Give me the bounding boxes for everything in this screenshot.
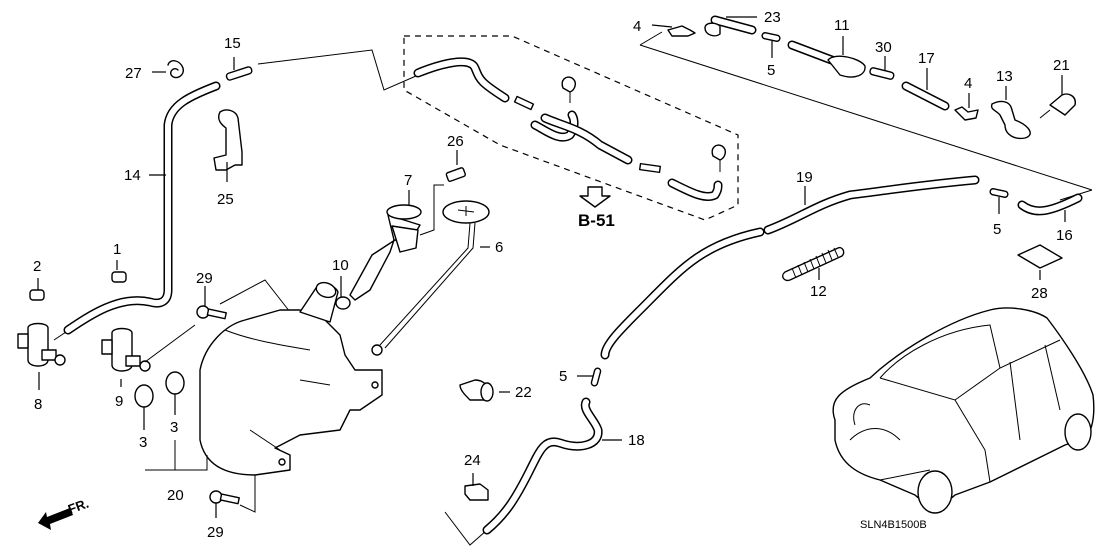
- callout-21[interactable]: 21: [1053, 57, 1070, 74]
- callout-23[interactable]: 23: [764, 9, 781, 26]
- front-nozzle-hose-group: [413, 57, 727, 201]
- callout-1[interactable]: 1: [113, 241, 121, 258]
- part-16-tube[interactable]: [1017, 193, 1083, 216]
- part-2-cap[interactable]: [29, 289, 45, 301]
- down-arrow-icon: [579, 186, 611, 208]
- callout-26[interactable]: 26: [447, 133, 464, 150]
- part-19-tube[interactable]: [600, 175, 980, 360]
- part-3-grommet[interactable]: [165, 371, 185, 395]
- reference-b51[interactable]: B-51: [578, 186, 615, 230]
- part-12-protector-spring[interactable]: [782, 246, 845, 282]
- part-27-clip[interactable]: [167, 60, 184, 79]
- callout-22[interactable]: 22: [515, 384, 532, 401]
- callout-27[interactable]: 27: [125, 65, 142, 82]
- part-9-washer-motor[interactable]: [101, 327, 151, 372]
- connector-line-15-to-group: [257, 49, 417, 91]
- part-30-check-valve[interactable]: [869, 67, 895, 80]
- callout-20[interactable]: 20: [167, 487, 184, 504]
- callout-11[interactable]: 11: [834, 17, 850, 34]
- callout-12[interactable]: 12: [810, 283, 827, 300]
- callout-30[interactable]: 30: [875, 39, 892, 56]
- part-4-elbow[interactable]: [667, 25, 696, 37]
- connector-line-18-bottom: [444, 511, 488, 546]
- callout-6[interactable]: 6: [495, 239, 503, 256]
- part-11-grommet-tube[interactable]: [787, 40, 866, 78]
- callout-25[interactable]: 25: [217, 191, 234, 208]
- callout-4[interactable]: 4: [633, 18, 641, 35]
- leader-8-14: [53, 331, 67, 341]
- part-26-clip[interactable]: [445, 167, 466, 182]
- part-5-check-valve[interactable]: [989, 188, 1009, 198]
- callout-10[interactable]: 10: [332, 257, 349, 274]
- front-direction-label: FR.: [66, 496, 91, 517]
- callout-29[interactable]: 29: [196, 270, 213, 287]
- part-5-check-valve[interactable]: [761, 32, 781, 42]
- front-nozzle-icon: [561, 76, 577, 103]
- leader-20-bracket: [145, 440, 208, 471]
- part-29-bolt[interactable]: [196, 305, 227, 320]
- vehicle-location-illustration: [832, 307, 1095, 514]
- callout-4[interactable]: 4: [964, 75, 972, 92]
- callout-29[interactable]: 29: [207, 524, 224, 541]
- reference-label: B-51: [578, 211, 615, 230]
- callout-3[interactable]: 3: [139, 434, 147, 451]
- part-29-bolt[interactable]: [209, 490, 240, 505]
- front-joint-icon: [638, 162, 662, 174]
- front-arrow-icon: [38, 508, 73, 530]
- part-6-level-gauge[interactable]: [371, 200, 490, 356]
- diagram-code: SLN4B1500B: [860, 519, 927, 531]
- part-21-rear-nozzle[interactable]: [1039, 93, 1076, 119]
- part-24-clamp[interactable]: [464, 483, 489, 501]
- leader-26-7: [419, 184, 444, 236]
- part-25-holder[interactable]: [213, 109, 243, 171]
- part-3-grommet[interactable]: [134, 384, 154, 408]
- connector-line-rear-hose: [639, 31, 1093, 191]
- part-14-tube[interactable]: [63, 81, 221, 335]
- part-7-filler-mouth[interactable]: [349, 204, 422, 301]
- callout-13[interactable]: 13: [996, 68, 1013, 85]
- callout-8[interactable]: 8: [34, 396, 42, 413]
- callout-9[interactable]: 9: [115, 393, 123, 410]
- part-13-joint[interactable]: [990, 100, 1031, 140]
- reference-group-outline: [403, 35, 739, 221]
- part-23-hose-joint[interactable]: [704, 15, 757, 37]
- callout-28[interactable]: 28: [1031, 285, 1048, 302]
- part-18-tube[interactable]: [482, 397, 603, 535]
- front-direction-indicator: FR.: [38, 496, 91, 530]
- front-nozzle-icon: [711, 144, 727, 172]
- part-1-cap[interactable]: [111, 271, 127, 283]
- part-5-check-valve[interactable]: [590, 367, 602, 387]
- part-22-fixing-clip[interactable]: [459, 379, 494, 402]
- callout-15[interactable]: 15: [224, 35, 241, 52]
- callout-2[interactable]: 2: [33, 258, 41, 275]
- callout-7[interactable]: 7: [404, 172, 412, 189]
- callout-5[interactable]: 5: [767, 62, 775, 79]
- part-15-joint[interactable]: [225, 66, 253, 81]
- callout-19[interactable]: 19: [796, 169, 813, 186]
- callout-24[interactable]: 24: [464, 452, 481, 469]
- leader-29-tank: [219, 279, 291, 313]
- callout-16[interactable]: 16: [1056, 227, 1073, 244]
- part-28-tape[interactable]: [1017, 244, 1063, 269]
- callout-labels: 1 2 3 3 4 4 5 5 5 6 7 8 9 10 11 12 13 14: [33, 9, 1073, 541]
- part-4-elbow[interactable]: [954, 106, 979, 121]
- callout-5[interactable]: 5: [993, 221, 1001, 238]
- part-20-washer-tank[interactable]: [199, 280, 383, 476]
- leader-9-bolt: [144, 324, 196, 363]
- callout-14[interactable]: 14: [124, 167, 141, 184]
- front-joint-icon: [513, 95, 535, 111]
- part-17-tube[interactable]: [901, 81, 950, 111]
- callout-18[interactable]: 18: [628, 432, 645, 449]
- callout-5[interactable]: 5: [559, 368, 567, 385]
- part-10-seal-ring[interactable]: [335, 296, 351, 310]
- part-8-washer-motor[interactable]: [17, 322, 66, 367]
- callout-3[interactable]: 3: [170, 419, 178, 436]
- callout-17[interactable]: 17: [918, 50, 935, 67]
